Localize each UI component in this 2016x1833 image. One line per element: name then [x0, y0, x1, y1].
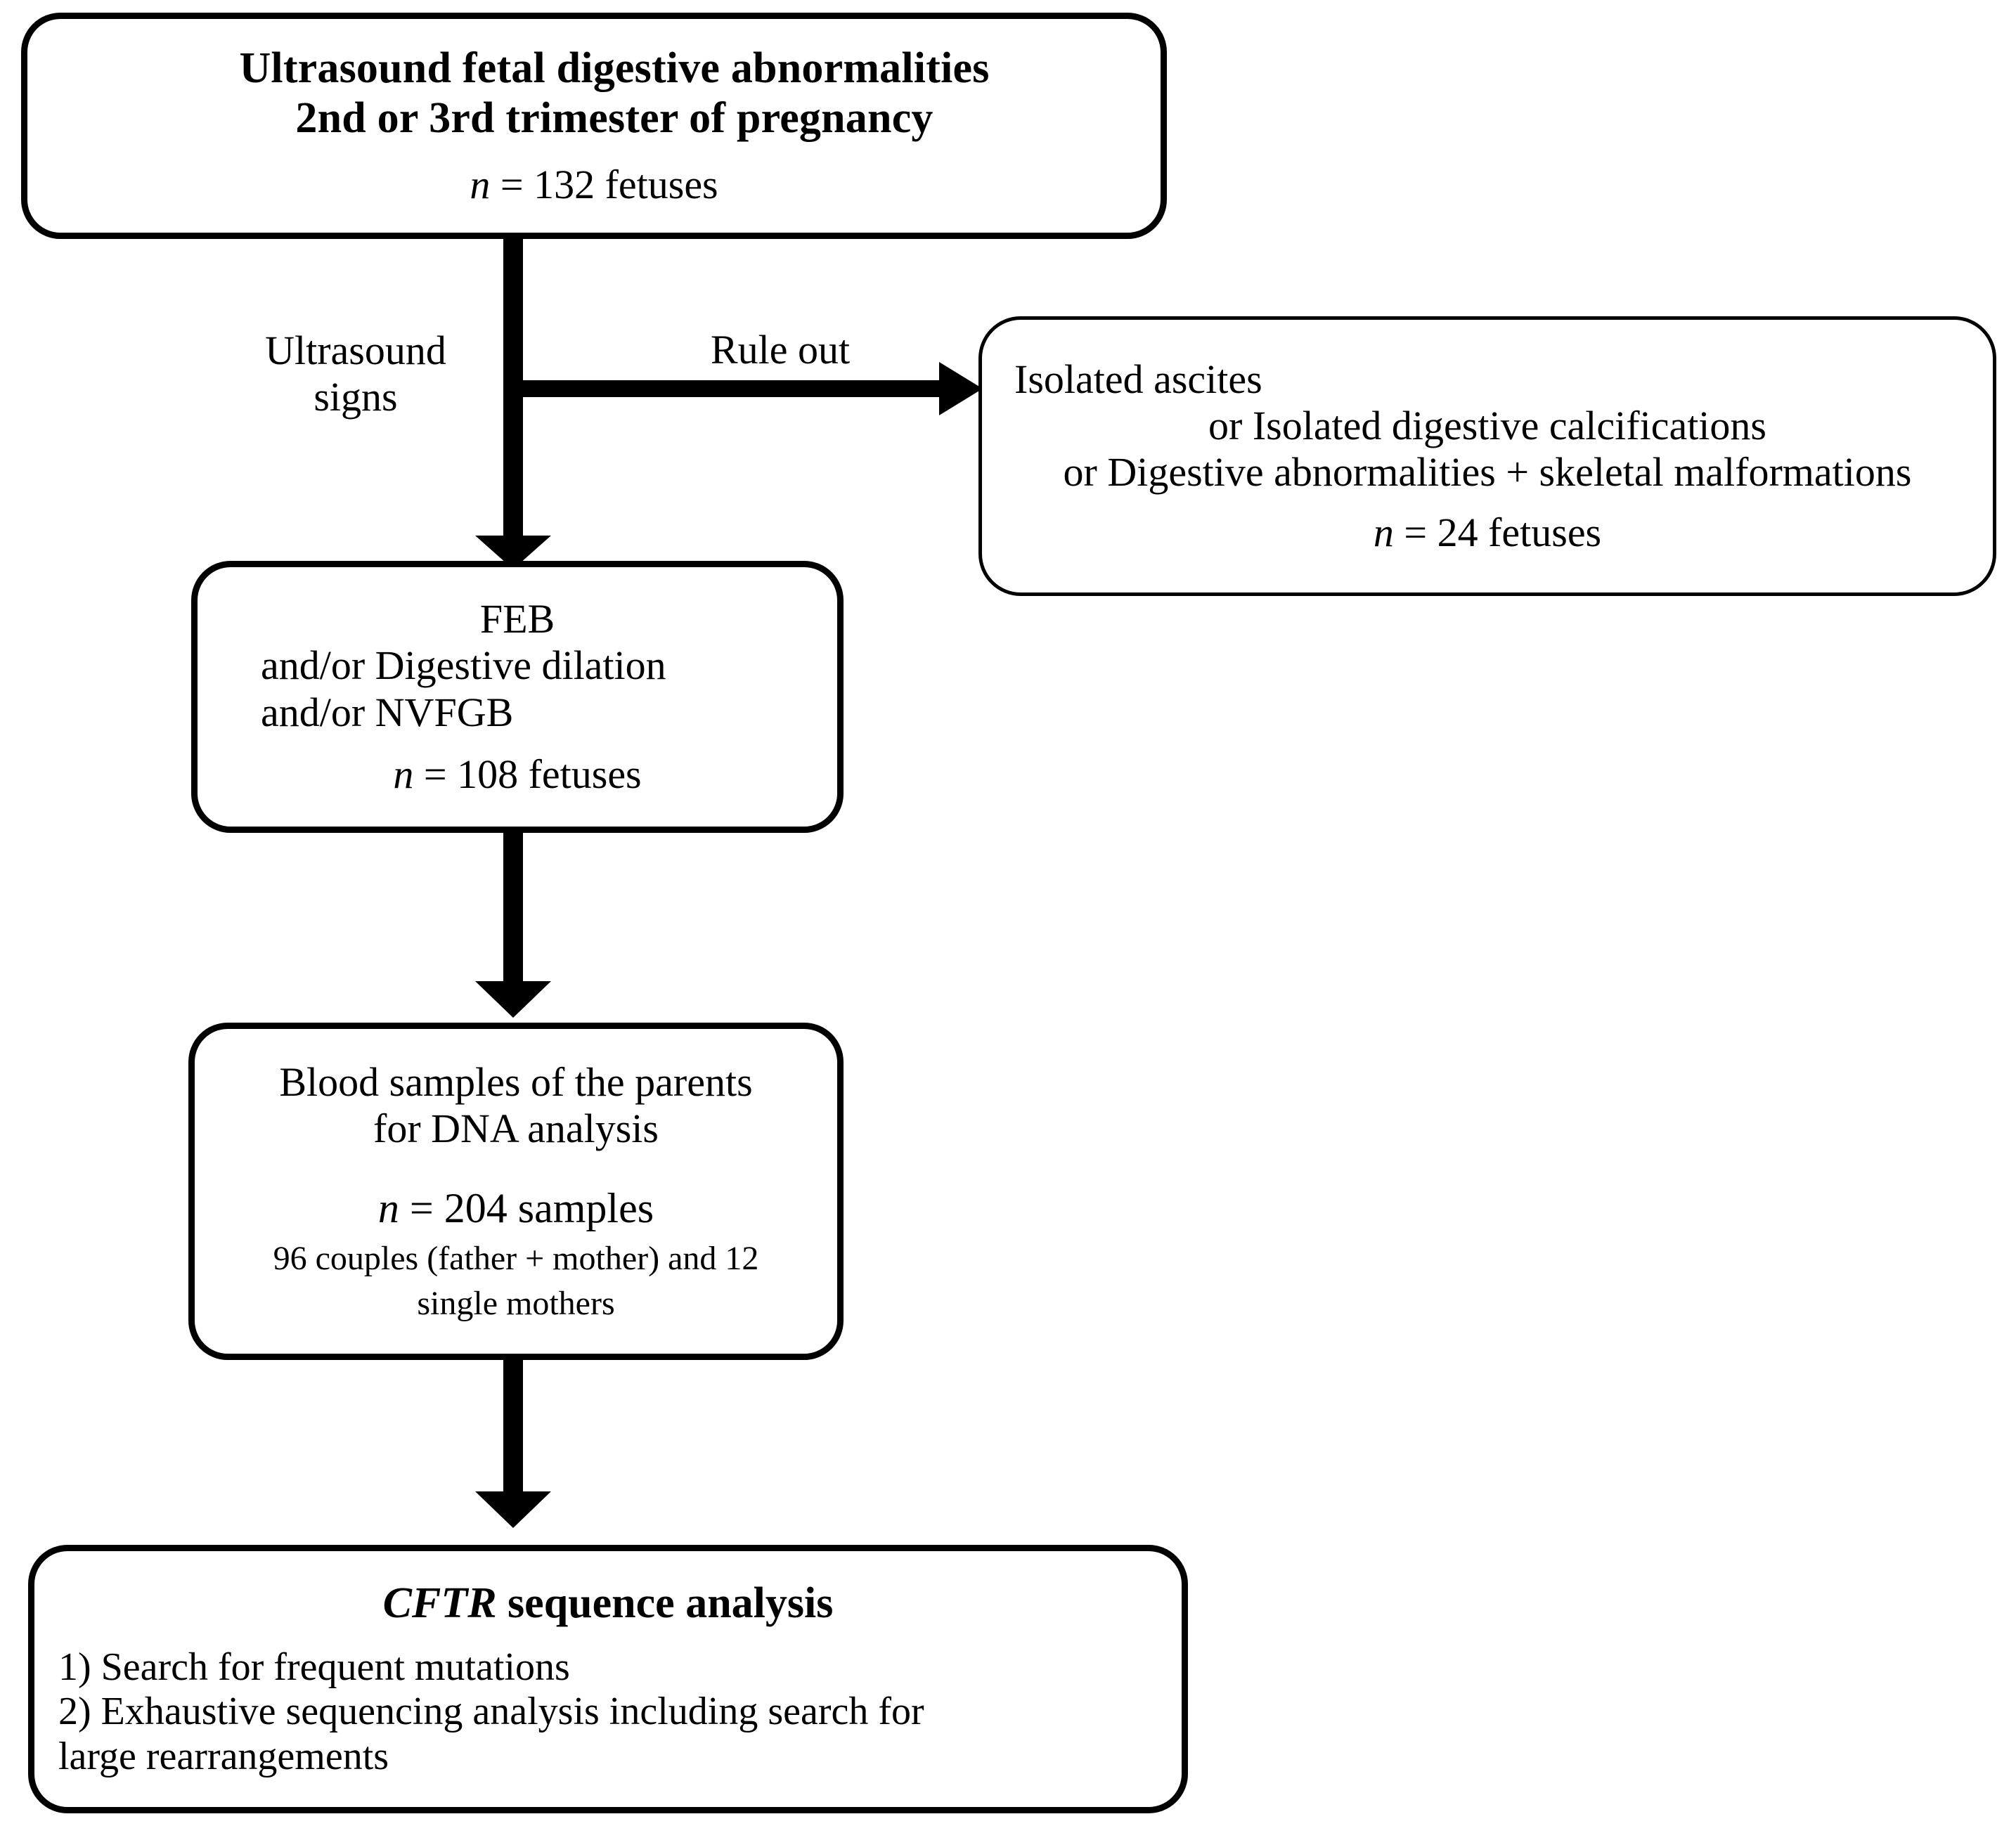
node-feb-line3: and/or NVFGB — [261, 689, 514, 735]
gene-name-cftr: CFTR — [382, 1579, 497, 1627]
node-blood-line1: Blood samples of the parents — [279, 1058, 753, 1105]
node-blood-count: n = 204 samples — [195, 1184, 837, 1232]
edge-label-ultrasound-signs-line2: signs — [314, 374, 398, 420]
arrowhead-down-to-cftr — [475, 1491, 551, 1528]
node-excluded-count-value: = 24 fetuses — [1393, 510, 1602, 556]
edge-label-ultrasound-signs-line1: Ultrasound — [265, 328, 446, 373]
node-initial-count: n = 132 fetuses — [27, 162, 1161, 208]
edge-label-ultrasound-signs: Ultrasound signs — [222, 328, 489, 420]
node-initial-count-value: = 132 fetuses — [490, 161, 718, 207]
connector-initial-to-feb — [503, 236, 523, 545]
node-blood-count-n: n — [377, 1185, 399, 1232]
edge-label-rule-out: Rule out — [710, 327, 851, 373]
node-blood-detail1: 96 couples (father + mother) and 12 — [273, 1239, 759, 1277]
node-blood-line2: for DNA analysis — [373, 1106, 659, 1152]
node-excluded-line2: or Isolated digestive calcifications — [1208, 402, 1766, 448]
node-excluded-criteria: Isolated ascites or Isolated digestive c… — [978, 316, 1996, 596]
node-cftr-analysis: CFTR sequence analysis 1) Search for fre… — [28, 1545, 1188, 1813]
node-cftr-item1: 1) Search for frequent mutations — [58, 1645, 570, 1689]
node-excluded-count: n = 24 fetuses — [982, 510, 1993, 556]
node-feb-count-value: = 108 fetuses — [413, 751, 642, 797]
arrowhead-down-to-blood — [475, 981, 551, 1018]
connector-initial-to-excluded — [523, 380, 945, 397]
node-cftr-item3: large rearrangements — [58, 1735, 389, 1779]
connector-blood-to-cftr — [503, 1357, 523, 1499]
node-blood-samples: Blood samples of the parents for DNA ana… — [188, 1023, 844, 1360]
node-feb-cohort: FEB and/or Digestive dilation and/or NVF… — [191, 561, 844, 833]
node-excluded-line1: Isolated ascites — [1014, 356, 1262, 402]
node-initial-line2: 2nd or 3rd trimester of pregnancy — [295, 93, 933, 142]
connector-feb-to-blood — [503, 830, 523, 989]
node-feb-line1: FEB — [479, 596, 555, 642]
node-excluded-count-n: n — [1373, 510, 1394, 556]
arrowhead-right-to-excluded — [939, 362, 983, 415]
node-excluded-line3: or Digestive abnormalities + skeletal ma… — [1063, 449, 1912, 495]
node-initial-count-n: n — [470, 161, 491, 207]
node-feb-count-n: n — [393, 751, 414, 797]
node-cftr-title-rest: sequence analysis — [496, 1579, 834, 1627]
node-initial-line1: Ultrasound fetal digestive abnormalities — [239, 44, 990, 93]
node-cftr-item2: 2) Exhaustive sequencing analysis includ… — [58, 1690, 924, 1734]
node-feb-count: n = 108 fetuses — [198, 751, 837, 798]
node-blood-count-value: = 204 samples — [399, 1185, 654, 1232]
node-blood-detail2: single mothers — [417, 1285, 615, 1323]
node-cftr-title: CFTR sequence analysis — [34, 1579, 1182, 1628]
node-initial-cohort: Ultrasound fetal digestive abnormalities… — [21, 13, 1167, 239]
node-feb-line2: and/or Digestive dilation — [261, 642, 666, 689]
